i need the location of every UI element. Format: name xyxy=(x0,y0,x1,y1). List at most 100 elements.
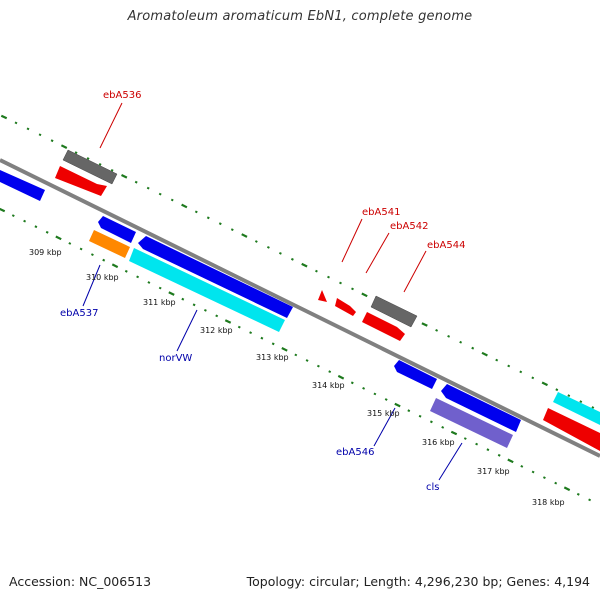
minor-tick xyxy=(459,340,463,344)
minor-tick xyxy=(497,453,501,457)
gene-red-small-1[interactable] xyxy=(318,290,327,302)
minor-tick xyxy=(507,364,511,368)
gene-red-small-2[interactable] xyxy=(335,298,356,316)
minor-tick xyxy=(192,303,196,307)
minor-tick xyxy=(124,269,128,273)
outer-tick-track xyxy=(0,114,595,409)
map-title: Aromatoleum aromaticum EbN1, complete ge… xyxy=(127,9,473,24)
inner-tick-track xyxy=(0,207,592,502)
minor-tick xyxy=(429,420,433,424)
minor-tick xyxy=(339,281,342,285)
gene-blue-small[interactable] xyxy=(98,216,136,243)
major-tick xyxy=(394,402,401,408)
label-norVW[interactable]: norVW xyxy=(159,353,192,364)
minor-tick xyxy=(147,281,151,284)
minor-tick xyxy=(110,168,114,172)
minor-tick xyxy=(351,287,354,291)
label-ebA544[interactable]: ebA544 xyxy=(427,240,465,251)
minor-tick xyxy=(463,437,467,440)
minor-tick xyxy=(531,376,535,380)
gene-blue-norV[interactable] xyxy=(138,236,293,318)
gene-red-right[interactable] xyxy=(543,408,600,451)
minor-tick xyxy=(435,329,439,332)
leader-norVW xyxy=(176,309,198,352)
minor-tick xyxy=(203,308,207,312)
kbp-label: 314 kbp xyxy=(312,381,345,390)
kbp-label: 310 kbp xyxy=(86,273,119,282)
label-ebA537[interactable]: ebA537 xyxy=(60,308,98,319)
minor-tick xyxy=(315,269,318,273)
minor-tick xyxy=(230,228,234,232)
major-tick xyxy=(60,144,68,149)
minor-tick xyxy=(576,492,580,496)
kbp-label: 315 kbp xyxy=(367,409,400,418)
kbp-label: 316 kbp xyxy=(422,438,455,447)
minor-tick xyxy=(26,127,30,131)
gene-blue-mid[interactable] xyxy=(394,360,437,389)
gene-grey-2[interactable] xyxy=(370,295,418,328)
major-tick xyxy=(541,381,548,387)
minor-tick xyxy=(441,426,445,429)
major-tick xyxy=(507,458,514,464)
major-tick xyxy=(301,262,308,268)
minor-tick xyxy=(136,275,140,279)
minor-tick xyxy=(194,210,198,214)
minor-tick xyxy=(373,392,377,396)
minor-tick xyxy=(14,121,18,125)
minor-tick xyxy=(181,297,185,301)
label-ebA541[interactable]: ebA541 xyxy=(362,207,400,218)
major-tick xyxy=(281,347,288,352)
minor-tick xyxy=(206,216,210,220)
minor-tick xyxy=(23,219,27,223)
minor-tick xyxy=(554,481,558,485)
gene-red-arrow-2[interactable] xyxy=(362,312,405,341)
gene-orange-ebA537[interactable] xyxy=(89,230,130,258)
gene-blue-left[interactable] xyxy=(0,170,45,201)
minor-tick xyxy=(45,230,49,234)
minor-tick xyxy=(146,186,150,190)
minor-tick xyxy=(407,409,411,413)
minor-tick xyxy=(588,498,592,502)
minor-tick xyxy=(520,465,524,468)
minor-tick xyxy=(294,353,298,357)
minor-tick xyxy=(79,247,83,251)
minor-tick xyxy=(134,180,138,184)
minor-tick xyxy=(249,331,253,335)
minor-tick xyxy=(519,370,523,374)
leader-ebA544 xyxy=(403,250,427,293)
gene-cyan-norW[interactable] xyxy=(129,248,285,332)
gene-purple-cls[interactable] xyxy=(430,398,513,448)
minor-tick xyxy=(158,286,162,290)
minor-tick xyxy=(555,388,559,392)
label-ebA536[interactable]: ebA536 xyxy=(103,90,141,101)
major-tick xyxy=(0,207,6,213)
gene-blue-ebA546[interactable] xyxy=(441,384,521,432)
leader-ebA542 xyxy=(365,232,390,274)
label-ebA546[interactable]: ebA546 xyxy=(336,447,374,458)
gene-cyan-right[interactable] xyxy=(553,392,600,425)
major-tick xyxy=(168,291,175,296)
genome-backbone xyxy=(0,158,600,458)
gene-ebA536-grey[interactable] xyxy=(62,149,118,185)
major-tick xyxy=(55,235,62,241)
minor-tick xyxy=(218,222,222,226)
leader-ebA536 xyxy=(99,102,123,149)
label-cls[interactable]: cls xyxy=(426,482,440,493)
minor-tick xyxy=(418,414,422,418)
minor-tick xyxy=(260,336,264,340)
kbp-label: 317 kbp xyxy=(477,467,510,476)
major-tick xyxy=(563,486,571,492)
minor-tick xyxy=(567,394,571,398)
minor-tick xyxy=(384,398,388,401)
minor-tick xyxy=(90,253,94,256)
kbp-label: 312 kbp xyxy=(200,326,233,335)
minor-tick xyxy=(305,359,309,362)
minor-tick xyxy=(170,198,174,202)
label-ebA542[interactable]: ebA542 xyxy=(390,221,428,232)
gene-red-arrow-1[interactable] xyxy=(55,166,107,196)
kbp-label: 309 kbp xyxy=(29,248,62,257)
accession-text: Accession: NC_006513 xyxy=(9,574,152,589)
minor-tick xyxy=(98,163,102,166)
major-tick xyxy=(361,292,368,298)
